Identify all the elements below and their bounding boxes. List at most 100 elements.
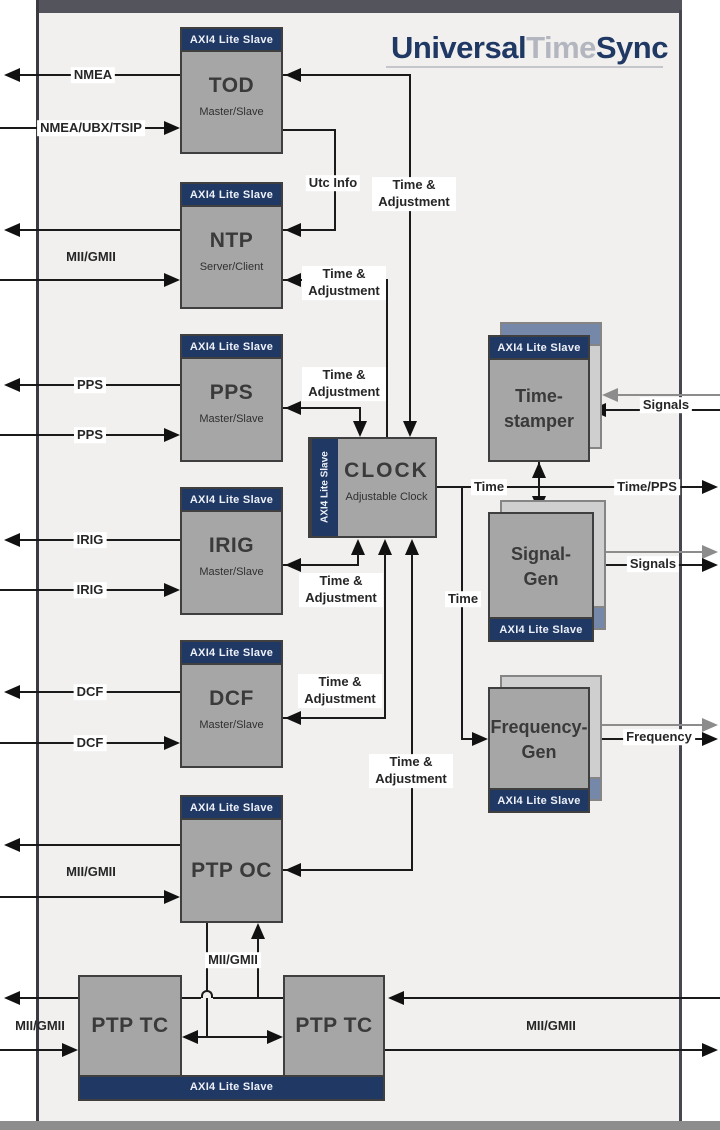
- arrowhead-ptpoc-mii-in: [164, 890, 180, 904]
- wire-ptpoc-mii-in: [0, 896, 166, 898]
- wire-fg-frequency-gray: [602, 724, 702, 726]
- wire-tc-left-in: [0, 1049, 62, 1051]
- block-irig: AXI4 Lite Slave IRIG Master/Slave: [180, 487, 283, 615]
- label-timeadj-tod: Time & Adjustment: [372, 177, 456, 211]
- wire-ptpoc-tc-v1: [206, 923, 208, 1038]
- frame-top-border: [37, 0, 682, 13]
- wire-pps-timeadj-h: [283, 407, 361, 409]
- irig-axi-header: AXI4 Lite Slave: [182, 489, 281, 512]
- block-ptp-tc-left: PTP TC: [78, 975, 182, 1077]
- label-irig-in: IRIG: [73, 582, 107, 598]
- arrowhead-fg-frequency-gray: [702, 718, 718, 732]
- ptpoc-title: PTP OC: [191, 858, 272, 882]
- arrowhead-clock-bottom-dcf: [378, 539, 392, 555]
- arrowhead-clock-top-left: [353, 421, 367, 437]
- wire-ptpoc-timeadj-h: [283, 869, 413, 871]
- arrowhead-irig-in: [164, 583, 180, 597]
- arrowhead-irig-out: [4, 533, 20, 547]
- arrowhead-dcf-timeadj: [285, 711, 301, 725]
- wire-ptpoc-timeadj-v: [411, 553, 413, 871]
- wire-ntp-timeadj-v: [386, 279, 388, 437]
- block-tod: AXI4 Lite Slave TOD Master/Slave: [180, 27, 283, 154]
- timestamper-title-line1: Time-: [515, 386, 563, 406]
- label-nmea-ubx-tsip: NMEA/UBX/TSIP: [37, 120, 145, 136]
- ptpoc-axi-header: AXI4 Lite Slave: [182, 797, 281, 820]
- frame-bottom-border: [0, 1121, 720, 1130]
- label-time-trunk: Time: [444, 591, 482, 607]
- label-mii-gmii-ntp: MII/GMII: [66, 249, 116, 265]
- block-timestamper: AXI4 Lite Slave Time- stamper: [488, 335, 590, 462]
- wire-utc-h1: [283, 129, 336, 131]
- wire-tc-right-out: [385, 1049, 702, 1051]
- wire-ntp-mii-in: [0, 279, 166, 281]
- wire-tc-mid-b: [213, 997, 283, 999]
- arrowhead-tc-right-out: [702, 1043, 718, 1057]
- arrowhead-pps-in: [164, 428, 180, 442]
- arrowhead-tc-left-out: [4, 991, 20, 1005]
- arrowhead-time-into-freqgen: [472, 732, 488, 746]
- wire-pps-timeadj-v: [359, 407, 361, 423]
- dcf-subtitle: Master/Slave: [199, 719, 264, 731]
- ptp-tc-right-title: PTP TC: [295, 1014, 373, 1037]
- timestamper-axi-header: AXI4 Lite Slave: [490, 337, 588, 360]
- label-nmea: NMEA: [70, 67, 116, 83]
- clock-subtitle: Adjustable Clock: [345, 491, 428, 503]
- arrowhead-ptpoc-out: [4, 838, 20, 852]
- label-mii-gmii-tc-left: MII/GMII: [15, 1018, 65, 1034]
- arrowhead-pps-out: [4, 378, 20, 392]
- arrowhead-utc-into-ntp: [285, 223, 301, 237]
- label-mii-gmii-ptpoc-tc: MII/GMII: [205, 952, 261, 968]
- arrowhead-clock-bottom-irig: [351, 539, 365, 555]
- title-universal: Universal: [391, 30, 527, 65]
- label-pps-in: PPS: [73, 427, 107, 443]
- wire-ts-sg-v: [538, 462, 540, 512]
- signal-gen-title: Signal- Gen: [511, 542, 571, 592]
- signal-gen-stack: Signal- Gen AXI4 Lite Slave: [488, 500, 608, 644]
- clock-axi-sidebar: AXI4 Lite Slave: [310, 439, 338, 536]
- wire-irig-timeadj-h: [283, 564, 359, 566]
- block-signal-gen: Signal- Gen AXI4 Lite Slave: [488, 512, 594, 642]
- wire-ptpoc-tc-v2: [257, 937, 259, 999]
- arrowhead-dcf-in: [164, 736, 180, 750]
- wire-irig-timeadj-v: [357, 553, 359, 566]
- frequency-gen-stack: Frequency- Gen AXI4 Lite Slave: [488, 675, 604, 815]
- dcf-title: DCF: [209, 687, 254, 710]
- ptp-tc-left-title: PTP TC: [91, 1014, 169, 1037]
- frequency-gen-title-line2: Gen: [521, 742, 557, 763]
- block-pps: AXI4 Lite Slave PPS Master/Slave: [180, 334, 283, 462]
- arrowhead-tc-link-right: [267, 1030, 283, 1044]
- label-timeadj-dcf: Time & Adjustment: [298, 674, 382, 708]
- wire-time-freqgen-h: [461, 738, 474, 740]
- timestamper-title-line2: stamper: [503, 411, 575, 432]
- dcf-axi-header: AXI4 Lite Slave: [182, 642, 281, 665]
- pps-axi-header: AXI4 Lite Slave: [182, 336, 281, 359]
- signal-gen-title-line2: Gen: [523, 569, 559, 590]
- page-title: UniversalTimeSync: [391, 30, 668, 66]
- block-ptp-tc-right: PTP TC: [283, 975, 385, 1077]
- pps-subtitle: Master/Slave: [199, 413, 264, 425]
- wire-tod-timeadj-v: [409, 74, 411, 423]
- frequency-gen-axi-footer: AXI4 Lite Slave: [490, 788, 588, 811]
- tod-axi-header: AXI4 Lite Slave: [182, 29, 281, 52]
- wire-tod-timeadj-h: [283, 74, 411, 76]
- frequency-gen-title-line1: Frequency-: [490, 717, 588, 737]
- wire-tc-link: [198, 1036, 267, 1038]
- title-underline: [386, 66, 663, 68]
- arrowhead-nmea-ubx-tsip-in: [164, 121, 180, 135]
- arrowhead-ntp-timeadj: [285, 273, 301, 287]
- arrowhead-sg-signals-black: [702, 558, 718, 572]
- title-sync: Sync: [595, 30, 669, 65]
- arrowhead-clock-top-right: [403, 421, 417, 437]
- arrowhead-tc-left-in: [62, 1043, 78, 1057]
- block-ntp: AXI4 Lite Slave NTP Server/Client: [180, 182, 283, 309]
- block-dcf: AXI4 Lite Slave DCF Master/Slave: [180, 640, 283, 768]
- tod-subtitle: Master/Slave: [199, 106, 264, 118]
- wire-sg-signals-gray: [606, 551, 702, 553]
- arrowhead-time-pps-out: [702, 480, 718, 494]
- arrowhead-sg-signals-gray: [702, 545, 718, 559]
- arrowhead-ntp-out: [4, 223, 20, 237]
- arrowhead-ts-signals-gray: [602, 388, 618, 402]
- ntp-subtitle: Server/Client: [199, 261, 264, 273]
- arrowhead-tod-timeadj: [285, 68, 301, 82]
